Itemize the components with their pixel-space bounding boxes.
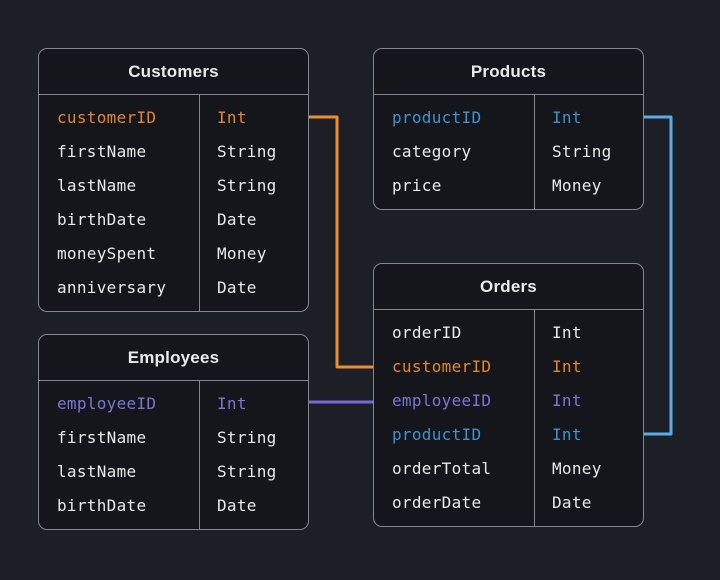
- field-customers-customerid: customerID: [57, 108, 157, 127]
- field-employees-firstname: firstName: [57, 428, 147, 447]
- table-employees-body: employeeID firstName lastName birthDate …: [39, 381, 308, 529]
- table-products-title: Products: [470, 61, 547, 81]
- table-orders-title: Orders: [480, 276, 537, 296]
- field-products-price: price: [392, 176, 442, 195]
- table-employees-title: Employees: [127, 347, 220, 367]
- type-orders-ordertotal: Money: [552, 459, 602, 478]
- field-customers-birthdate: birthDate: [57, 210, 147, 229]
- table-customers-name-column: customerID firstName lastName birthDate …: [39, 95, 199, 311]
- type-employees-firstname: String: [217, 428, 277, 447]
- table-employees[interactable]: Employees employeeID firstName lastName …: [38, 334, 309, 530]
- field-orders-orderid: orderID: [392, 323, 462, 342]
- field-customers-anniversary: anniversary: [57, 278, 167, 297]
- table-products-type-column: Int String Money: [534, 95, 643, 209]
- type-products-productid: Int: [552, 108, 582, 127]
- table-orders[interactable]: Orders orderID customerID employeeID pro…: [373, 263, 644, 527]
- table-employees-type-column: Int String String Date: [199, 381, 308, 529]
- table-customers-type-column: Int String String Date Money Date: [199, 95, 308, 311]
- type-customers-firstname: String: [217, 142, 277, 161]
- table-orders-name-column: orderID customerID employeeID productID …: [374, 310, 534, 526]
- field-orders-employeeid: employeeID: [392, 391, 492, 410]
- table-products[interactable]: Products productID category price Int St…: [373, 48, 644, 210]
- field-employees-birthdate: birthDate: [57, 496, 147, 515]
- table-products-header: Products: [374, 49, 643, 95]
- table-products-name-column: productID category price: [374, 95, 534, 209]
- field-employees-employeeid: employeeID: [57, 394, 157, 413]
- type-customers-customerid: Int: [217, 108, 247, 127]
- field-customers-moneyspent: moneySpent: [57, 244, 157, 263]
- table-employees-header: Employees: [39, 335, 308, 381]
- type-employees-lastname: String: [217, 462, 277, 481]
- type-employees-birthdate: Date: [217, 496, 257, 515]
- table-orders-header: Orders: [374, 264, 643, 310]
- field-orders-ordertotal: orderTotal: [392, 459, 492, 478]
- field-orders-productid: productID: [392, 425, 482, 444]
- table-customers-title: Customers: [128, 61, 219, 81]
- field-employees-lastname: lastName: [57, 462, 137, 481]
- field-orders-customerid: customerID: [392, 357, 492, 376]
- type-orders-orderid: Int: [552, 323, 582, 342]
- table-employees-name-column: employeeID firstName lastName birthDate: [39, 381, 199, 529]
- field-products-category: category: [392, 142, 472, 161]
- field-products-productid: productID: [392, 108, 482, 127]
- table-customers[interactable]: Customers customerID firstName lastName …: [38, 48, 309, 312]
- type-orders-productid: Int: [552, 425, 582, 444]
- field-customers-lastname: lastName: [57, 176, 137, 195]
- type-orders-employeeid: Int: [552, 391, 582, 410]
- type-customers-birthdate: Date: [217, 210, 257, 229]
- relation-products-orders-line: [644, 115, 673, 436]
- table-customers-header: Customers: [39, 49, 308, 95]
- table-customers-body: customerID firstName lastName birthDate …: [39, 95, 308, 311]
- field-customers-firstname: firstName: [57, 142, 147, 161]
- field-orders-orderdate: orderDate: [392, 493, 482, 512]
- type-customers-moneyspent: Money: [217, 244, 267, 263]
- type-employees-employeeid: Int: [217, 394, 247, 413]
- type-customers-anniversary: Date: [217, 278, 257, 297]
- type-products-price: Money: [552, 176, 602, 195]
- type-orders-orderdate: Date: [552, 493, 592, 512]
- relation-customers-orders-line: [309, 115, 373, 369]
- type-orders-customerid: Int: [552, 357, 582, 376]
- table-orders-body: orderID customerID employeeID productID …: [374, 310, 643, 526]
- table-products-body: productID category price Int String Mone…: [374, 95, 643, 209]
- table-orders-type-column: Int Int Int Int Money Date: [534, 310, 643, 526]
- type-customers-lastname: String: [217, 176, 277, 195]
- type-products-category: String: [552, 142, 612, 161]
